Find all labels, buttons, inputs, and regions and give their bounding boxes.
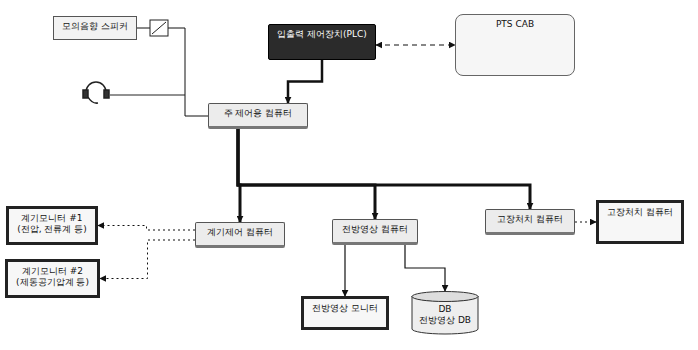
controller-box: 입출력 제어장치(PLC): [268, 24, 376, 60]
connector: [100, 240, 195, 279]
connector: [238, 129, 375, 219]
computer-box: 주 제어용 컴퓨터: [208, 103, 308, 129]
node-label: 계기모니터 #2: [15, 266, 90, 277]
connector: [288, 60, 322, 103]
node-label: PTS CAB: [463, 19, 567, 30]
connector: [238, 129, 530, 209]
node-sublabel: (전압, 전류계 등): [16, 224, 88, 235]
connector: [575, 222, 596, 223]
node-label: 계기모니터 #1: [16, 213, 88, 224]
node-sublabel: 전방영상 DB: [418, 315, 472, 326]
computer-box: 전방영상 컴퓨터: [332, 219, 418, 245]
connector: [344, 245, 345, 296]
database-cylinder: DB전방영상 DB: [411, 291, 479, 335]
amplifier-symbol: [150, 20, 168, 36]
node-label: 모의음향 스피커: [61, 21, 129, 32]
node-label: 전방영상 컴퓨터: [340, 224, 410, 235]
node-label: 주 제어용 컴퓨터: [216, 108, 300, 119]
node-label: 고장처치 컴퓨터: [606, 207, 674, 218]
monitor-box: 계기모니터 #1(전압, 전류계 등): [6, 206, 98, 245]
node-label: DB: [418, 304, 472, 315]
connector: [376, 44, 455, 45]
speaker-box: 모의음향 스피커: [53, 16, 137, 40]
node-label: 고장처치 컴퓨터: [493, 214, 567, 225]
node-label: 계기제어 컴퓨터: [203, 227, 277, 238]
cab-box: PTS CAB: [455, 14, 575, 76]
monitor-box: 전방영상 모니터: [301, 296, 389, 330]
monitor-box: 고장처치 컴퓨터: [596, 200, 684, 244]
connector: [137, 28, 208, 116]
computer-box: 고장처치 컴퓨터: [485, 209, 575, 235]
connector: [98, 226, 195, 231]
monitor-box: 계기모니터 #2(제동공기압계 등): [5, 259, 100, 298]
node-label: 전방영상 모니터: [311, 303, 379, 314]
headset-wire: [110, 95, 185, 96]
headset-symbol: [83, 82, 109, 103]
node-label: 입출력 제어장치(PLC): [276, 29, 368, 40]
connector: [405, 245, 445, 291]
node-sublabel: (제동공기압계 등): [15, 277, 90, 288]
computer-box: 계기제어 컴퓨터: [195, 222, 285, 248]
